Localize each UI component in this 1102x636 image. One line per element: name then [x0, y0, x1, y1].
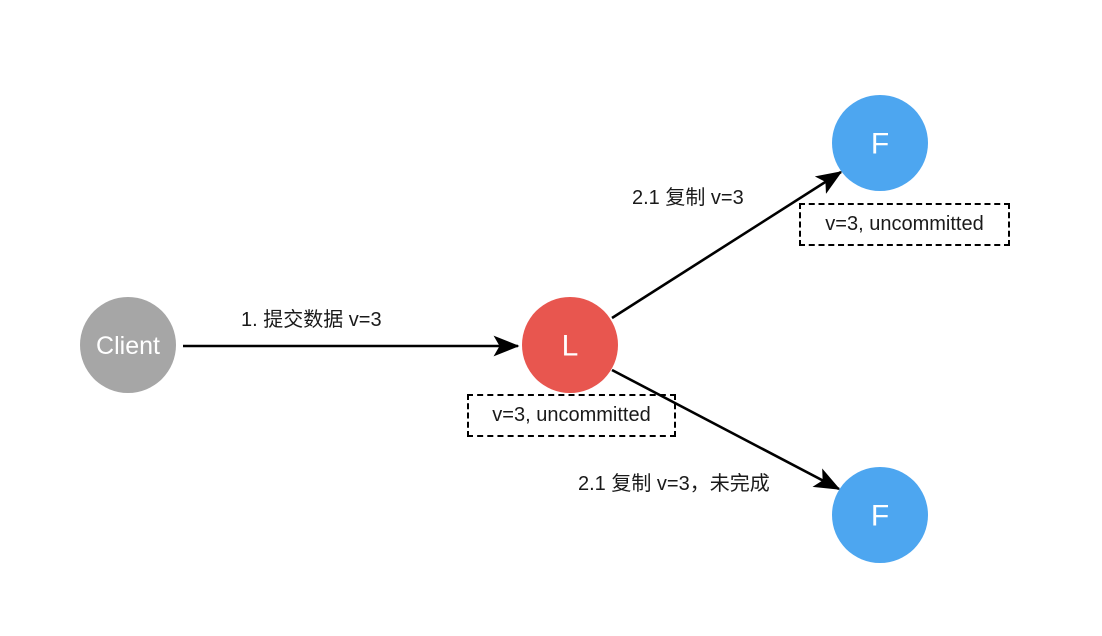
edge-leader-to-follower-bottom [611, 368, 841, 491]
edge-label-client-to-leader: 1. 提交数据 v=3 [241, 309, 382, 331]
state-box-leader: v=3, uncommitted [467, 394, 676, 437]
node-leader[interactable]: L [522, 297, 618, 393]
follower-bottom-node-label: F [871, 500, 889, 533]
edge-label-leader-to-follower-bottom: 2.1 复制 v=3，未完成 [578, 473, 770, 495]
state-box-leader-text: v=3, uncommitted [492, 404, 651, 426]
client-node-label: Client [96, 332, 160, 360]
leader-node-label: L [562, 330, 579, 363]
state-box-follower-top: v=3, uncommitted [799, 203, 1010, 246]
state-box-follower-top-text: v=3, uncommitted [825, 213, 984, 235]
node-follower-bottom[interactable]: F [832, 467, 928, 563]
follower-bottom-node-circle[interactable] [832, 467, 928, 563]
edge-label-leader-to-follower-top: 2.1 复制 v=3 [632, 187, 744, 209]
nodes-group: Client L F F [80, 95, 928, 563]
client-node-circle[interactable] [80, 297, 176, 393]
node-client[interactable]: Client [80, 297, 176, 393]
follower-top-node-label: F [871, 128, 889, 161]
follower-top-node-circle[interactable] [832, 95, 928, 191]
edge-leader-to-follower-top [611, 170, 843, 320]
edges-group [183, 170, 843, 491]
leader-node-circle[interactable] [522, 297, 618, 393]
node-follower-top[interactable]: F [832, 95, 928, 191]
